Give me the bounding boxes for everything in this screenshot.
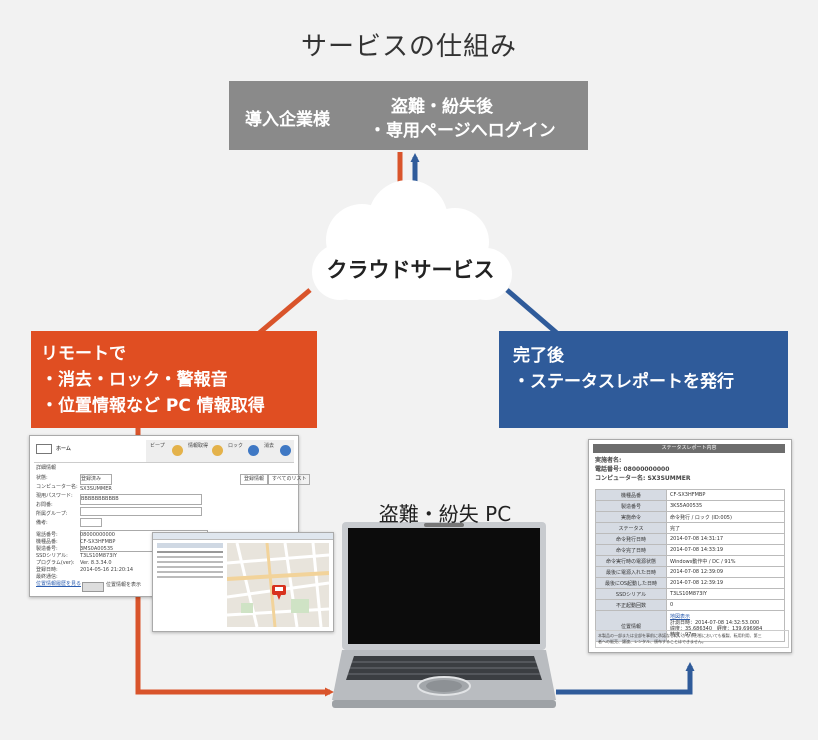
report-row-value: 2014-07-08 14:31:17 — [666, 533, 785, 545]
info-icon — [212, 445, 223, 456]
report-row-key: 命令完了日時 — [595, 544, 667, 556]
password-field[interactable]: BBBBBBBBBBB — [80, 494, 202, 505]
laptop-label: 盗難・紛失 PC — [378, 502, 512, 526]
report-row-value: T3LS10M873IY — [666, 588, 785, 600]
group-select[interactable] — [80, 518, 102, 527]
all-list-button[interactable]: すべてのリスト — [268, 474, 311, 485]
registered-info-button[interactable]: 登録情報 — [240, 474, 269, 485]
report-row-value: 2014-07-08 12:39:19 — [666, 577, 785, 589]
report-row-key: 位置情報 — [595, 610, 667, 642]
report-row: 実施命令命令発行 / ロック (ID:005) — [595, 511, 785, 523]
laptop-icon — [36, 444, 52, 454]
laptop-icon — [332, 522, 556, 708]
erase-icon — [280, 445, 291, 456]
report-row-key: 命令発行日時 — [595, 533, 667, 545]
status-report: ステータスレポート内容 実施者名: 電話番号: 08000000000 コンピュ… — [588, 439, 792, 653]
report-row-value: 2014-07-08 12:39:09 — [666, 566, 785, 578]
show-location-button[interactable] — [82, 582, 104, 592]
remote-action-box: リモートで ・消去・ロック・警報音 ・位置情報など PC 情報取得 — [31, 331, 317, 428]
connector-cloud-remote — [256, 288, 312, 336]
report-row-key: ステータス — [595, 522, 667, 534]
report-row-key: 最後にOS起動した日時 — [595, 577, 667, 589]
report-footer: 本製品の一部または全部を事前に承諾なしにいかなる形態においても複製、転用利用、第… — [595, 630, 789, 648]
report-box: 完了後 ・ステータスレポートを発行 — [499, 331, 788, 428]
report-row-key: SSDシリアル — [595, 588, 667, 600]
report-row-key: 命令実行時の電源状態 — [595, 555, 667, 567]
lock-icon — [248, 445, 259, 456]
report-header: ステータスレポート内容 — [593, 444, 785, 453]
position-line: 精度：97m — [670, 632, 697, 638]
customer-box: 導入企業様 盗難・紛失後 ・専用ページへログイン — [229, 81, 588, 150]
page-title: サービスの仕組み — [300, 32, 517, 62]
beep-icon — [172, 445, 183, 456]
report-row-key: 不正起動回数 — [595, 599, 667, 611]
report-row-key: 製造番号 — [595, 500, 667, 512]
report-row-value: 3KS5A00535 — [666, 500, 785, 512]
report-row-value: 命令発行 / ロック (ID:005) — [666, 511, 785, 523]
arrow-to-report — [556, 662, 695, 695]
report-row-key: 実施命令 — [595, 511, 667, 523]
report-row-value: Windows動作中 / DC / 91% — [666, 555, 785, 567]
report-row-value: 2014-07-08 14:33:19 — [666, 544, 785, 556]
position-line: 計測日時：2014-07-08 14:32:53.000 — [670, 620, 760, 626]
report-row-value: 0 — [666, 599, 785, 611]
location-history-link[interactable]: 位置情報履歴を見る — [36, 581, 82, 587]
status-select[interactable]: 登録済み — [80, 474, 112, 485]
position-line: 緯度：35.686340 経度：139.696984 — [670, 626, 763, 632]
map-link[interactable]: 地図表示 — [670, 614, 691, 620]
connector-cloud-report — [505, 288, 560, 336]
report-row-key: 機種品番 — [595, 489, 667, 501]
customer-label: 導入企業様 — [245, 110, 330, 130]
cloud-icon — [312, 180, 512, 300]
home-label: ホーム — [56, 446, 71, 452]
report-row-value: 完了 — [666, 522, 785, 534]
report-row-key: 最後に電源入れた日時 — [595, 566, 667, 578]
report-row-value: CF-SX3HFMBP — [666, 489, 785, 501]
customer-action: 盗難・紛失後 ・専用ページへログイン — [369, 97, 556, 141]
inquiry-field[interactable] — [80, 507, 202, 516]
report-row: ステータス完了 — [595, 522, 785, 534]
map-pin-icon — [272, 585, 286, 600]
section-label: 詳細情報 — [36, 465, 57, 471]
cloud-label: クラウドサービス — [326, 258, 495, 282]
map-window — [152, 532, 334, 632]
